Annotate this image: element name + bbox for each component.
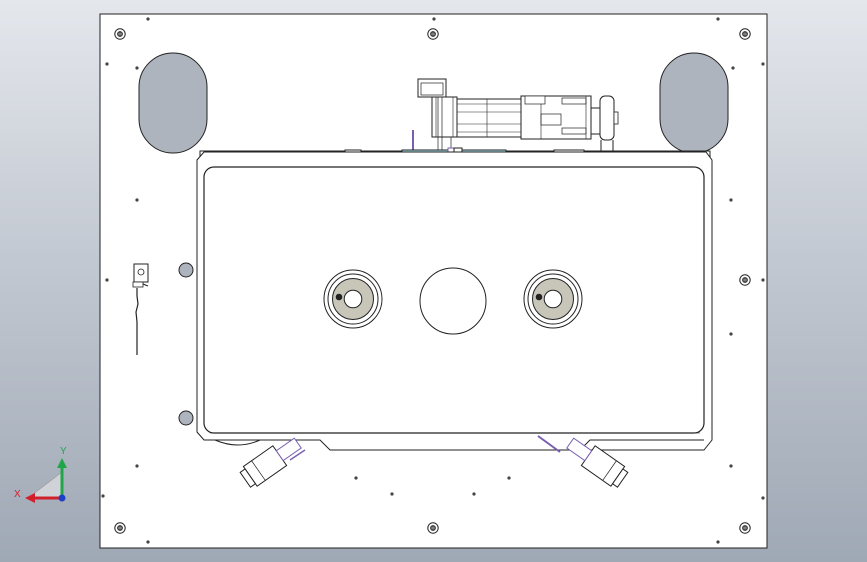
bearing-right	[523, 269, 583, 329]
angled-cylinder-left	[239, 437, 302, 488]
sensor-bracket	[132, 263, 149, 355]
slot-hole-right	[659, 52, 729, 154]
bearing-left	[323, 269, 383, 329]
round-hole-lower	[178, 410, 194, 426]
axis-label-x: X	[14, 489, 21, 500]
angled-cylinder-right	[566, 437, 629, 488]
motor-assembly	[412, 78, 619, 168]
coordinate-triad-icon: Y X	[14, 446, 67, 503]
slot-hole-left	[138, 52, 208, 154]
axis-label-y: Y	[60, 446, 67, 457]
center-hole	[419, 267, 487, 335]
round-hole-upper	[178, 262, 194, 278]
